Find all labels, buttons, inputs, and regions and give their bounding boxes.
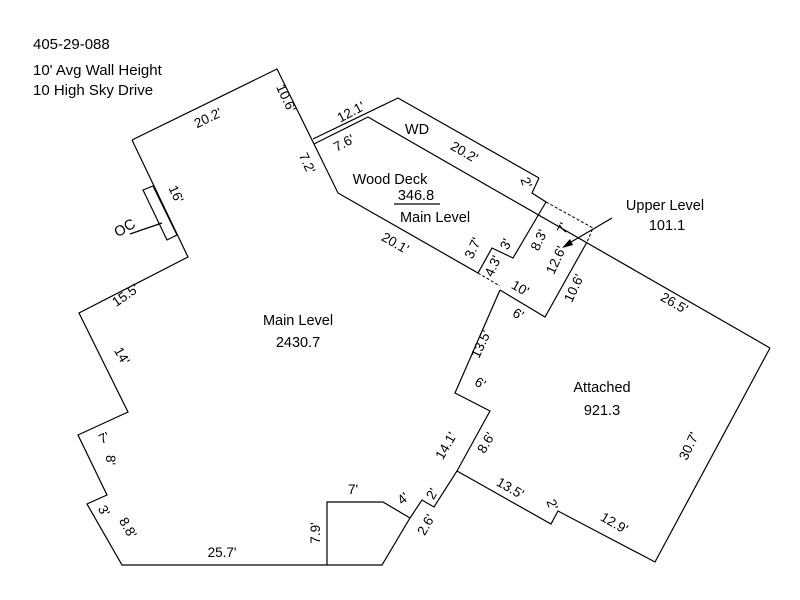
dim-label: 3'	[497, 236, 515, 251]
main-level-outline-lower	[77, 139, 501, 566]
wd-abbr: WD	[405, 122, 429, 138]
oc-pointer	[129, 222, 163, 235]
main-level-label: Main Level	[263, 313, 333, 329]
dim-label: 2.6'	[414, 512, 438, 538]
main-level-outline	[131, 68, 547, 274]
oc-box	[142, 185, 178, 241]
bump-out	[326, 501, 411, 565]
upper-level-wall	[499, 241, 588, 318]
dim-label: 16'	[166, 183, 187, 205]
dim-label: 3.7'	[462, 235, 485, 261]
dim-label: 14.1'	[432, 430, 459, 462]
dim-label: 8'	[103, 455, 118, 465]
dim-label: 10.6'	[561, 272, 587, 304]
dim-label: 13.5'	[468, 328, 494, 360]
dimension-labels: 20.2' 10.6' 7.2' 12.1' 7.6' 20.2' 2' 20.…	[95, 82, 702, 560]
dim-label: 4.3'	[482, 253, 505, 279]
dim-label: 7.2'	[296, 150, 319, 176]
dim-label: 2'	[543, 497, 561, 512]
dim-label: 20.1'	[379, 229, 411, 256]
oc-label: OC	[112, 216, 139, 241]
dim-label: 4'	[394, 490, 411, 508]
wood-deck-label: Wood Deck	[353, 172, 428, 188]
dim-label: 12.6'	[543, 244, 569, 276]
dim-label: 2'	[517, 175, 535, 190]
dim-label: 8.3'	[528, 227, 551, 253]
dim-label: 7'	[348, 482, 358, 497]
parcel-number: 405-29-088	[33, 36, 110, 53]
dim-label: 10.6'	[273, 82, 299, 114]
address: 10 High Sky Drive	[33, 82, 154, 99]
attached-label: Attached	[573, 380, 630, 396]
dim-label: 13.5'	[494, 474, 526, 501]
dim-label: 7.9'	[308, 522, 323, 543]
dim-label: 12.1'	[335, 99, 368, 126]
dim-label: 7'	[554, 220, 572, 235]
dim-label: 12.9'	[598, 509, 630, 536]
attached-area: 921.3	[584, 403, 620, 419]
dim-label: 15.5'	[109, 281, 141, 310]
dim-label: 26.5'	[658, 289, 690, 316]
wood-deck-sublabel: Main Level	[400, 210, 470, 226]
dim-label: 7.6'	[331, 131, 357, 154]
upper-level-arrow	[565, 217, 613, 246]
dim-label: 3'	[95, 503, 113, 519]
wood-deck-inner	[313, 116, 771, 349]
wall-height-note: 10' Avg Wall Height	[33, 62, 162, 79]
wood-deck-outer	[312, 97, 540, 179]
wood-deck-area: 346.8	[398, 188, 434, 204]
dim-label: 30.7'	[676, 430, 702, 462]
upper-level-outline	[545, 201, 594, 243]
arrow-head-icon	[562, 239, 573, 248]
upper-level-area: 101.1	[649, 218, 685, 234]
dim-label: 8.8'	[116, 515, 140, 541]
dim-label: 10'	[509, 277, 532, 299]
dim-label: 6'	[472, 374, 488, 392]
dim-label: 14'	[111, 344, 133, 367]
dim-label: 25.7'	[208, 545, 237, 560]
dim-label: 7'	[96, 429, 111, 447]
upper-level-label: Upper Level	[626, 198, 704, 214]
upper-level-lower-dash	[477, 272, 501, 287]
attached-outline	[456, 347, 771, 563]
main-level-area: 2430.7	[276, 335, 320, 351]
dim-label: 6'	[510, 305, 526, 323]
